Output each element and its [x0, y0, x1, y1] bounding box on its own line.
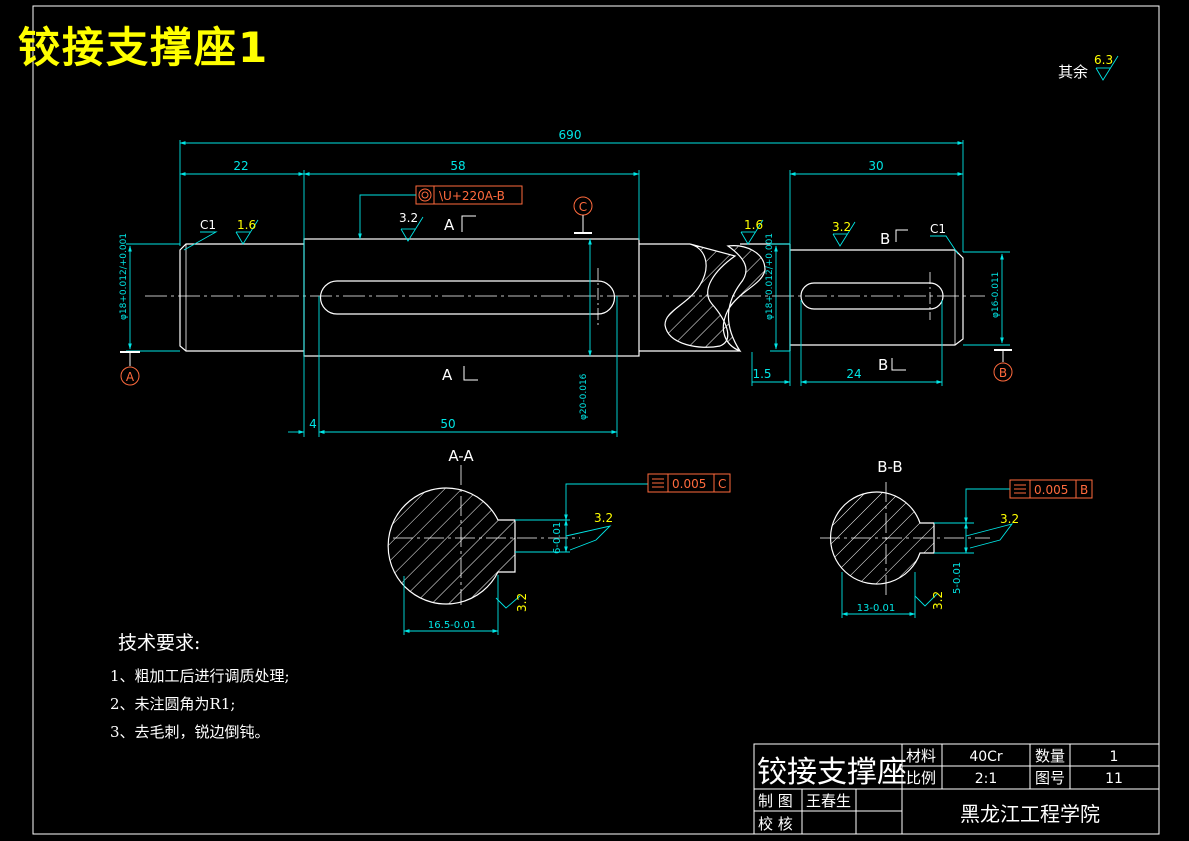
dia-left: φ18+0.012/+0.001 — [119, 233, 129, 320]
symmetry-frame-a: 0.005 C — [647, 473, 731, 493]
roughness-right: 3.2 — [832, 220, 851, 234]
title-block-checked-label: 校 核 — [758, 815, 793, 833]
section-a-title: A-A — [448, 447, 474, 465]
roughness-shoulder: 1.6 — [744, 218, 763, 232]
roughness-marks — [235, 55, 1119, 247]
datum-c: C — [573, 196, 593, 234]
section-a-a: A-A 16.5-0.01 6-0.01 3.2 3.2 0.005 C — [387, 447, 731, 635]
title-block-material-value: 40Cr — [969, 749, 1003, 765]
section-b-key: 5-0.01 — [952, 562, 963, 594]
title-block — [753, 743, 1160, 835]
roughness-left: 1.6 — [237, 218, 256, 232]
dim-key-offset: 4 — [309, 417, 317, 431]
datum-c-label: C — [579, 200, 587, 214]
drawing-border — [32, 5, 1160, 835]
title-block-scale-label: 比例 — [906, 769, 936, 787]
break-section — [664, 243, 766, 353]
keyway-left — [319, 280, 616, 315]
chamfer-right: C1 — [930, 222, 946, 236]
datum-a-label: A — [126, 370, 135, 384]
sym-b-datum: B — [1080, 483, 1088, 497]
dimension-lines — [126, 140, 1010, 437]
title-block-quantity-value: 1 — [1110, 749, 1119, 765]
dia-right-shoulder: φ18+0.012/+0.001 — [765, 233, 775, 320]
sym-a-value: 0.005 — [672, 477, 706, 491]
title-block-drawing-no-label: 图号 — [1035, 769, 1065, 787]
datum-b-label: B — [999, 366, 1007, 380]
title-block-quantity-label: 数量 — [1035, 747, 1065, 765]
roughness-other-value: 6.3 — [1094, 53, 1113, 67]
technical-requirements-heading: 技术要求: — [118, 632, 201, 654]
roughness-sec-a-bottom: 3.2 — [515, 593, 529, 612]
title-block-part-name: 铰接支撑座 — [757, 755, 907, 790]
section-mark-a-top: A — [444, 216, 455, 234]
roughness-sec-a-side: 3.2 — [594, 511, 613, 525]
chamfer-left: C1 — [200, 218, 216, 232]
roughness-mid: 3.2 — [399, 211, 418, 225]
dia-middle: φ20-0.016 — [579, 373, 589, 420]
sym-a-datum: C — [718, 477, 726, 491]
symmetry-frame-b: 0.005 B — [1009, 479, 1093, 499]
roughness-other-label: 其余 — [1058, 63, 1088, 81]
coaxiality-frame: \U+220A-B — [358, 185, 523, 240]
section-mark-a-bottom: A — [442, 366, 453, 384]
section-b-title: B-B — [877, 458, 902, 476]
section-a-width: 16.5-0.01 — [428, 620, 476, 631]
roughness-sec-b-side: 3.2 — [1000, 512, 1019, 526]
title-block-drawn-name: 王春生 — [806, 792, 851, 810]
coaxiality-value: \U+220A-B — [439, 189, 505, 203]
requirement-item: 1、粗加工后进行调质处理; — [110, 667, 290, 685]
title-block-scale-value: 2:1 — [975, 771, 998, 787]
requirement-item: 2、未注圆角为R1; — [110, 695, 236, 713]
dimension-texts: 690 22 58 30 4 50 1.5 24 C1 C1 φ18+0.012… — [119, 128, 1001, 431]
title-block-drawn-label: 制 图 — [758, 792, 793, 810]
dim-key-length: 50 — [440, 417, 455, 431]
sym-b-value: 0.005 — [1034, 483, 1068, 497]
dia-right: φ16-0.011 — [991, 272, 1001, 318]
dim-middle-length: 58 — [450, 159, 465, 173]
title-block-material-label: 材料 — [906, 747, 936, 765]
roughness-sec-b-bottom: 3.2 — [931, 591, 945, 610]
section-a-key: 6-0.01 — [552, 522, 563, 554]
section-b-width: 13-0.01 — [857, 603, 896, 614]
section-mark-b-bottom: B — [878, 356, 888, 374]
section-mark-b-top: B — [880, 230, 890, 248]
requirement-item: 3、去毛刺，锐边倒钝。 — [110, 723, 270, 741]
shaft-main-view — [179, 238, 964, 357]
dim-left-journal: 22 — [233, 159, 248, 173]
drawing-title: 铰接支撑座1 — [18, 23, 270, 72]
technical-requirements: 技术要求: 1、粗加工后进行调质处理; 2、未注圆角为R1; 3、去毛刺，锐边倒… — [110, 628, 290, 749]
title-block-institution: 黑龙江工程学院 — [960, 802, 1100, 826]
dim-right-key-length: 24 — [846, 367, 861, 381]
dim-right-gap: 1.5 — [752, 367, 771, 381]
section-b-b: B-B 13-0.01 5-0.01 3.2 3.2 0.005 B — [820, 458, 1093, 618]
datum-a: A — [120, 351, 140, 386]
datum-b: B — [993, 349, 1013, 382]
dim-right-length: 30 — [868, 159, 883, 173]
title-block-drawing-no-value: 11 — [1105, 771, 1123, 787]
dim-overall-length: 690 — [559, 128, 582, 142]
